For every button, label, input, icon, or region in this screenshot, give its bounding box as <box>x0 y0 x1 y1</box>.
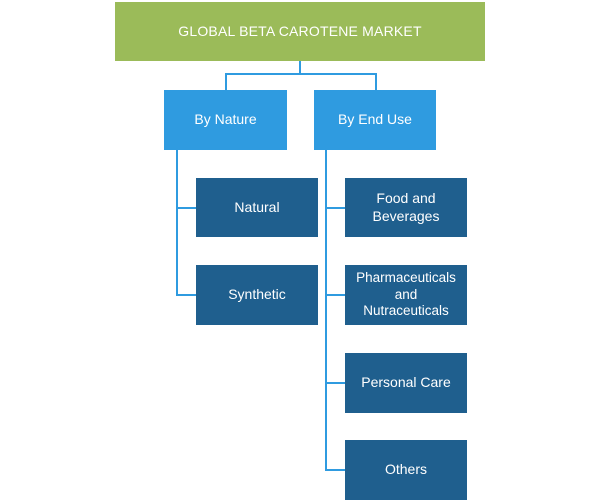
category-by-nature-label: By Nature <box>194 111 257 128</box>
leaf-food-and-beverages: Food and Beverages <box>345 178 467 237</box>
root-node-label: GLOBAL BETA CAROTENE MARKET <box>178 22 422 39</box>
leaf-synthetic-label: Synthetic <box>228 286 286 303</box>
leaf-personal-care: Personal Care <box>345 353 467 413</box>
leaf-natural: Natural <box>196 178 318 237</box>
root-node: GLOBAL BETA CAROTENE MARKET <box>115 2 485 61</box>
leaf-synthetic: Synthetic <box>196 265 318 325</box>
category-by-nature: By Nature <box>164 90 287 150</box>
leaf-food-and-beverages-label: Food and Beverages <box>372 190 440 224</box>
leaf-pharmaceuticals-and-nutraceuticals: Pharmaceuticals and Nutraceuticals <box>345 265 467 325</box>
category-by-end-use: By End Use <box>314 90 436 150</box>
leaf-pharmaceuticals-and-nutraceuticals-label: Pharmaceuticals and Nutraceuticals <box>356 269 456 319</box>
leaf-others: Others <box>345 440 467 500</box>
leaf-others-label: Others <box>384 461 427 478</box>
leaf-natural-label: Natural <box>234 198 280 215</box>
category-by-end-use-label: By End Use <box>338 111 412 128</box>
leaf-personal-care-label: Personal Care <box>361 374 451 391</box>
